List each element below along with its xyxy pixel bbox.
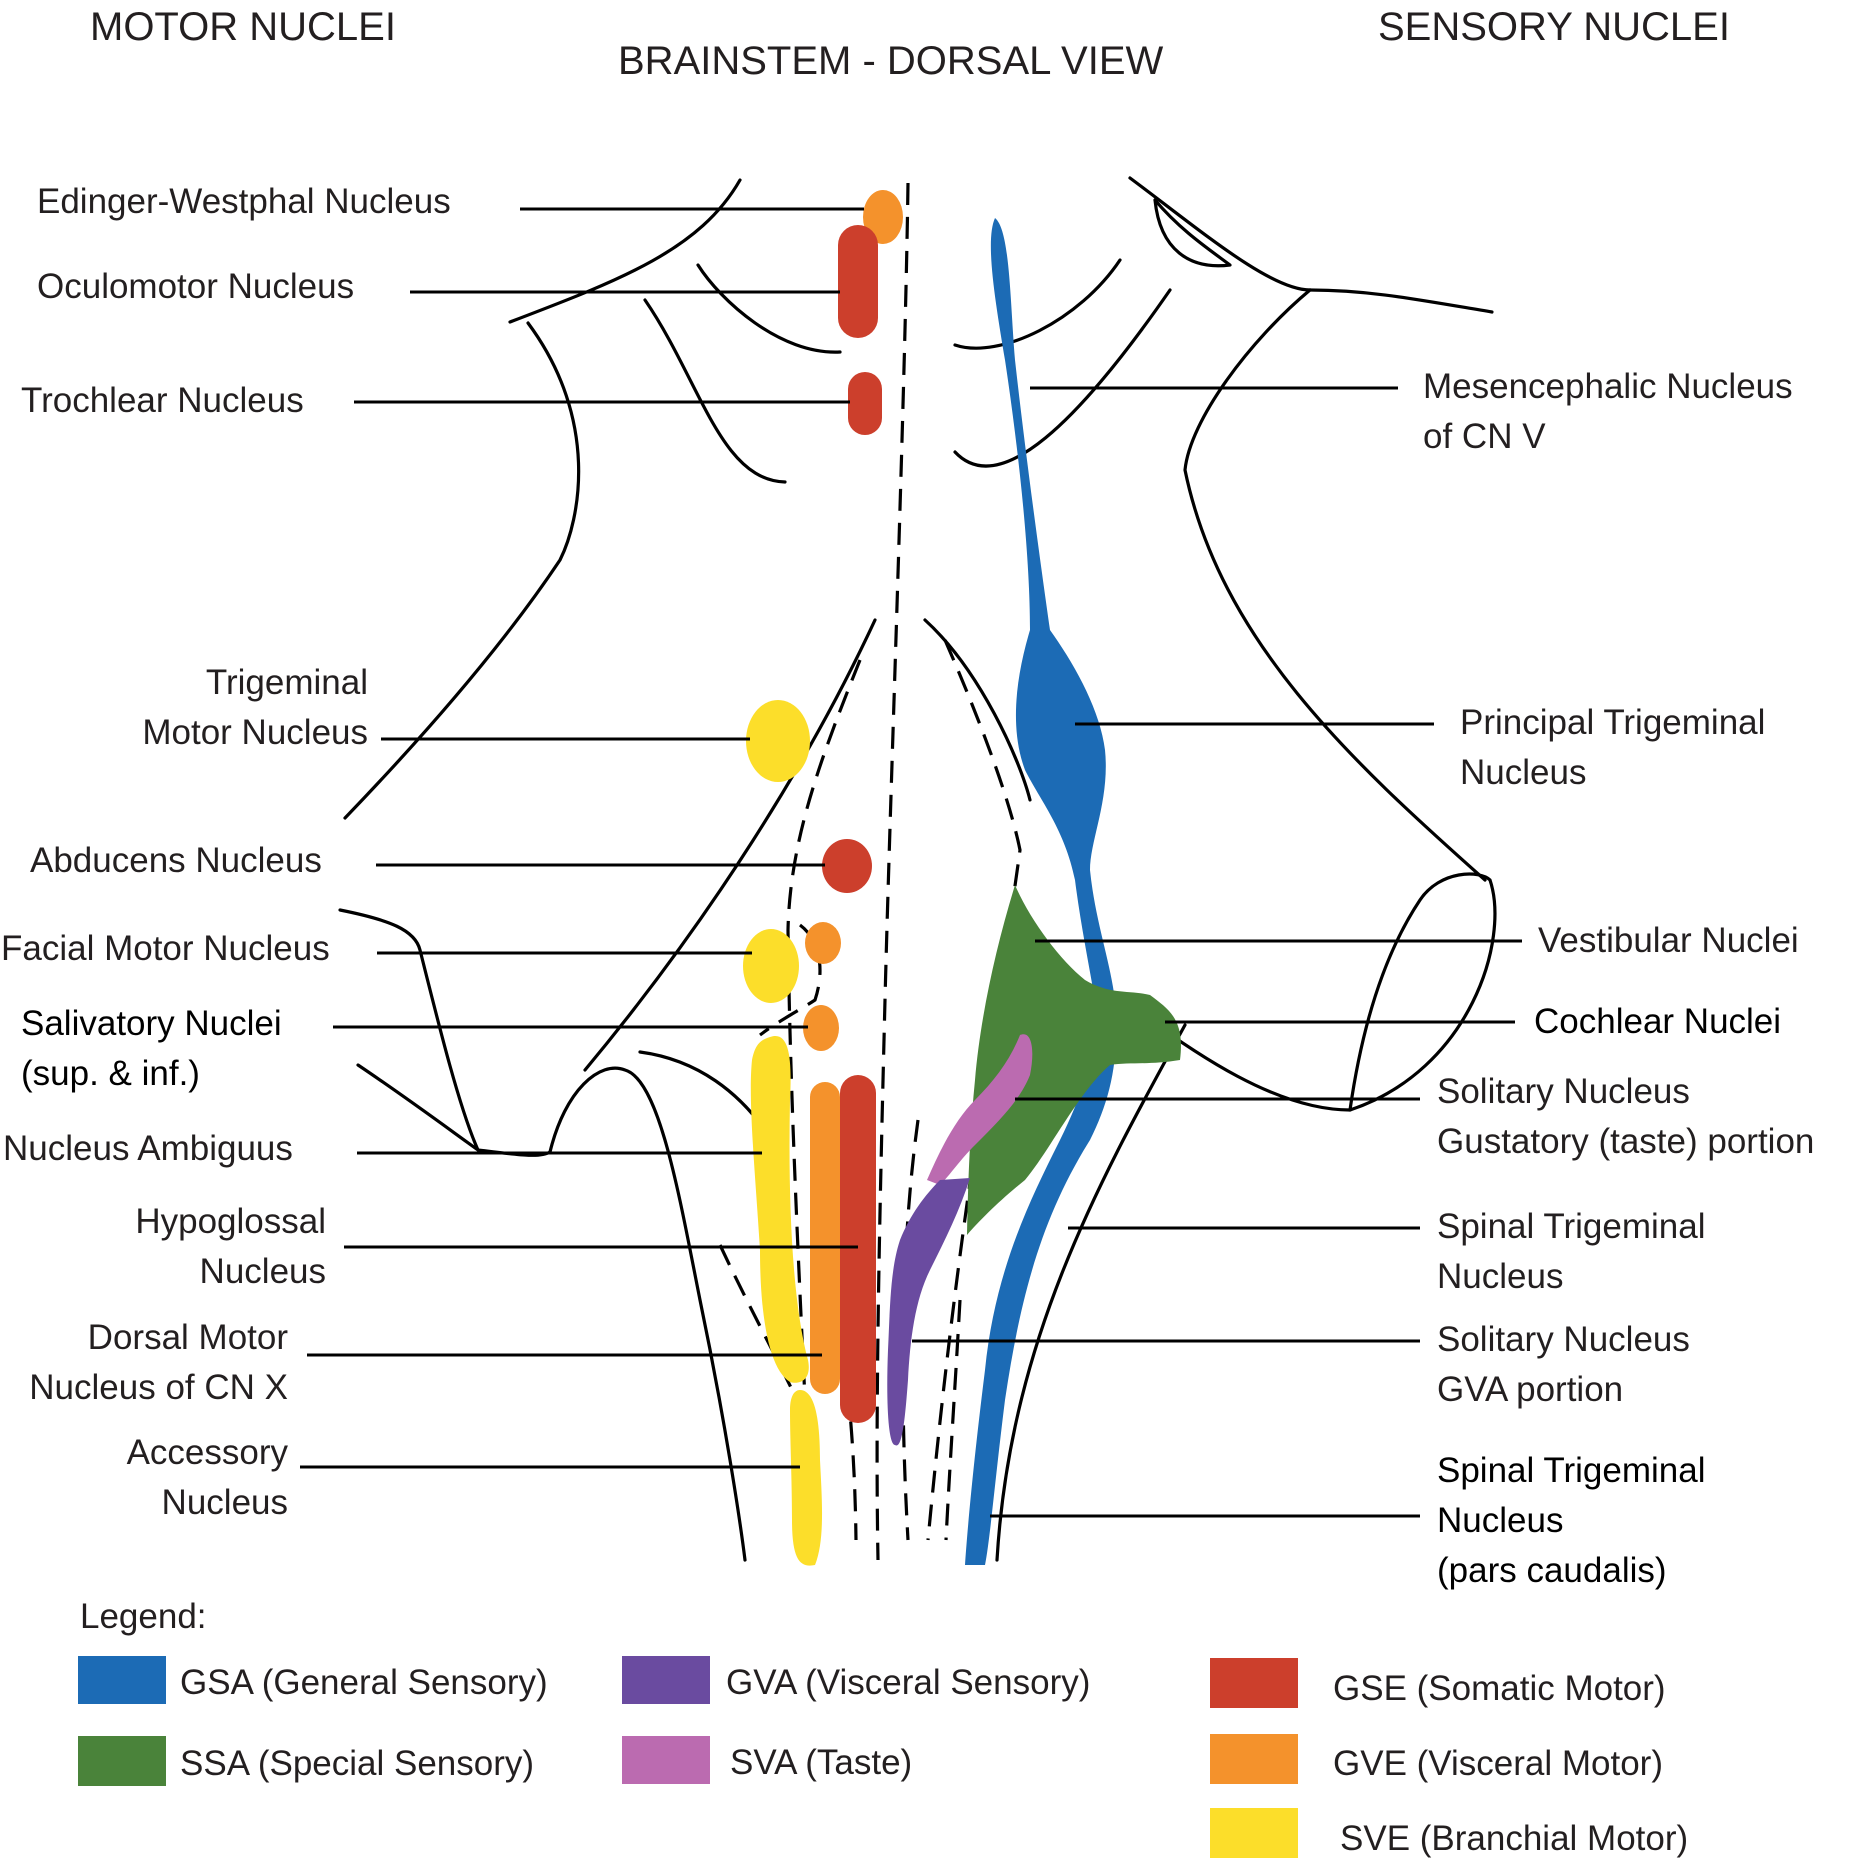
midbrain-right-contour [1128, 176, 1494, 314]
nuclei [743, 190, 1181, 1566]
legend-swatch-sve [1210, 1808, 1298, 1858]
superior-colliculus-right [953, 258, 1122, 350]
brainstem-outline [338, 176, 1497, 1562]
legend-swatch-gva [622, 1656, 710, 1704]
label-facial-motor: Facial Motor Nucleus [1, 929, 330, 968]
legend-title: Legend: [80, 1597, 207, 1636]
thalamus-curl [1153, 198, 1232, 268]
label-oculomotor: Oculomotor Nucleus [37, 267, 354, 306]
trochlear-nucleus [848, 372, 882, 435]
sensory-nuclei-header: SENSORY NUCLEI [1378, 5, 1730, 49]
legend-label-gse: GSE (Somatic Motor) [1333, 1669, 1666, 1708]
cerebral-peduncle-left [343, 321, 581, 820]
legend-label-gsa: GSA (General Sensory) [180, 1663, 548, 1702]
sva-solitary-gustatory [927, 1034, 1033, 1185]
left-medulla-contour [548, 1066, 747, 1562]
diagram-title: BRAINSTEM - DORSAL VIEW [618, 39, 1164, 83]
ssa-vestibular-cochlear [967, 885, 1181, 1235]
legend-swatch-ssa [78, 1736, 166, 1786]
motor-labels: Edinger-Westphal Nucleus Oculomotor Nucl… [1, 182, 451, 1522]
fourth-ventricle-left [583, 618, 877, 1072]
legend-swatch-gse [1210, 1658, 1298, 1708]
legend-swatch-gsa [78, 1656, 166, 1704]
legend-swatch-gve [1210, 1734, 1298, 1784]
inferior-colliculus-right [953, 288, 1172, 468]
salivatory-nuclei [803, 1005, 839, 1051]
right-medulla-contour [995, 1023, 1187, 1562]
leader-lines [300, 207, 1522, 1518]
accessory-nucleus [790, 1390, 823, 1566]
legend-label-gve: GVE (Visceral Motor) [1333, 1744, 1663, 1783]
right-peduncle-oval [1348, 872, 1497, 1112]
label-vestibular: Vestibular Nuclei [1538, 921, 1799, 960]
label-ambiguus: Nucleus Ambiguus [3, 1129, 293, 1168]
label-edinger-westphal: Edinger-Westphal Nucleus [37, 182, 451, 221]
hypoglossal-nucleus [840, 1075, 876, 1423]
cerebral-peduncle-right [1183, 288, 1487, 882]
trigeminal-motor-nucleus [746, 700, 810, 782]
legend-label-sva: SVA (Taste) [730, 1743, 912, 1782]
midbrain-left-contour [508, 178, 742, 324]
facial-gve-nucleus [805, 922, 841, 964]
midline-dashed [875, 182, 910, 1561]
legend-label-ssa: SSA (Special Sensory) [180, 1744, 534, 1783]
nucleus-ambiguus [750, 1035, 809, 1383]
superior-colliculus-left [696, 263, 842, 354]
legend: Legend: GSA (General Sensory) SSA (Speci… [78, 1597, 1688, 1858]
gsa-trigeminal-column [965, 218, 1117, 1565]
dorsal-motor-nucleus-x [810, 1082, 840, 1394]
left-lateral-recess [338, 908, 552, 1157]
dashed-lower-inner-left [838, 1319, 858, 1541]
dashed-lower-right [944, 1299, 962, 1541]
legend-label-gva: GVA (Visceral Sensory) [726, 1663, 1090, 1702]
legend-swatch-sva [622, 1736, 710, 1784]
abducens-nucleus [822, 839, 872, 893]
label-trochlear: Trochlear Nucleus [21, 381, 304, 420]
label-salivatory: Salivatory Nuclei(sup. & inf.) [21, 1004, 282, 1093]
gva-solitary-visceral [887, 1178, 970, 1446]
edinger-westphal-nucleus [863, 190, 903, 244]
label-abducens: Abducens Nucleus [30, 841, 322, 880]
inferior-colliculus-left [643, 298, 787, 484]
motor-nuclei-header: MOTOR NUCLEI [90, 5, 396, 49]
oculomotor-nucleus [838, 225, 878, 338]
label-cochlear: Cochlear Nuclei [1534, 1002, 1781, 1041]
left-peduncle-lower [356, 1063, 480, 1152]
legend-label-sve: SVE (Branchial Motor) [1340, 1819, 1688, 1858]
facial-motor-nucleus [743, 929, 799, 1003]
fourth-ventricle-right [923, 618, 1032, 802]
